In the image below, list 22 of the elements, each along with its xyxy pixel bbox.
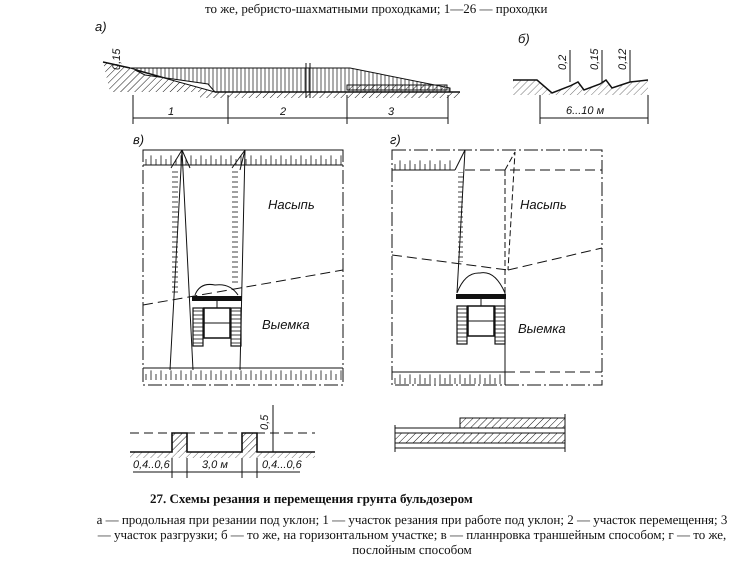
section-number: 1 [168, 107, 174, 118]
section-number: 3 [388, 107, 394, 118]
dimension-value: 6...10 м [566, 106, 604, 117]
section-number: 2 [280, 107, 286, 118]
dimension-value: 0,4...0,6 [262, 460, 302, 471]
dimension-value: 0,12 [618, 48, 629, 70]
zone-label: Насыпь [268, 198, 315, 211]
dimension-value: 3,0 м [202, 460, 228, 471]
dimension-value: 0,4..0,6 [133, 460, 170, 471]
note-text: то же, ребристо-шахматными проходками; 1—26 — проходки [205, 2, 548, 15]
zone-label: Выемка [262, 318, 310, 331]
dimension-value: 0,5 [260, 414, 271, 430]
panel-letter: в) [133, 133, 144, 146]
zone-label: Выемка [518, 322, 566, 335]
dimension-value: 0,2 [558, 54, 569, 70]
panel-letter: б) [518, 32, 530, 45]
zone-label: Насыпь [520, 198, 567, 211]
panel-letter: а) [95, 20, 107, 33]
caption-text: а — продольная при резании под уклон; 1 — участок резания при работе под уклон; 2 — участок перемещення; 3 — участок разгрузки; б — то же, на горизонтальном участке; в — планнровка траншейным способом; г — то же, послойным способом [96, 512, 728, 557]
dimension-value: 0,15 [590, 48, 601, 70]
figure-caption: 27. Схемы резания и перемещения грунта бульдозером [150, 492, 473, 505]
panel-letter: г) [390, 133, 401, 146]
